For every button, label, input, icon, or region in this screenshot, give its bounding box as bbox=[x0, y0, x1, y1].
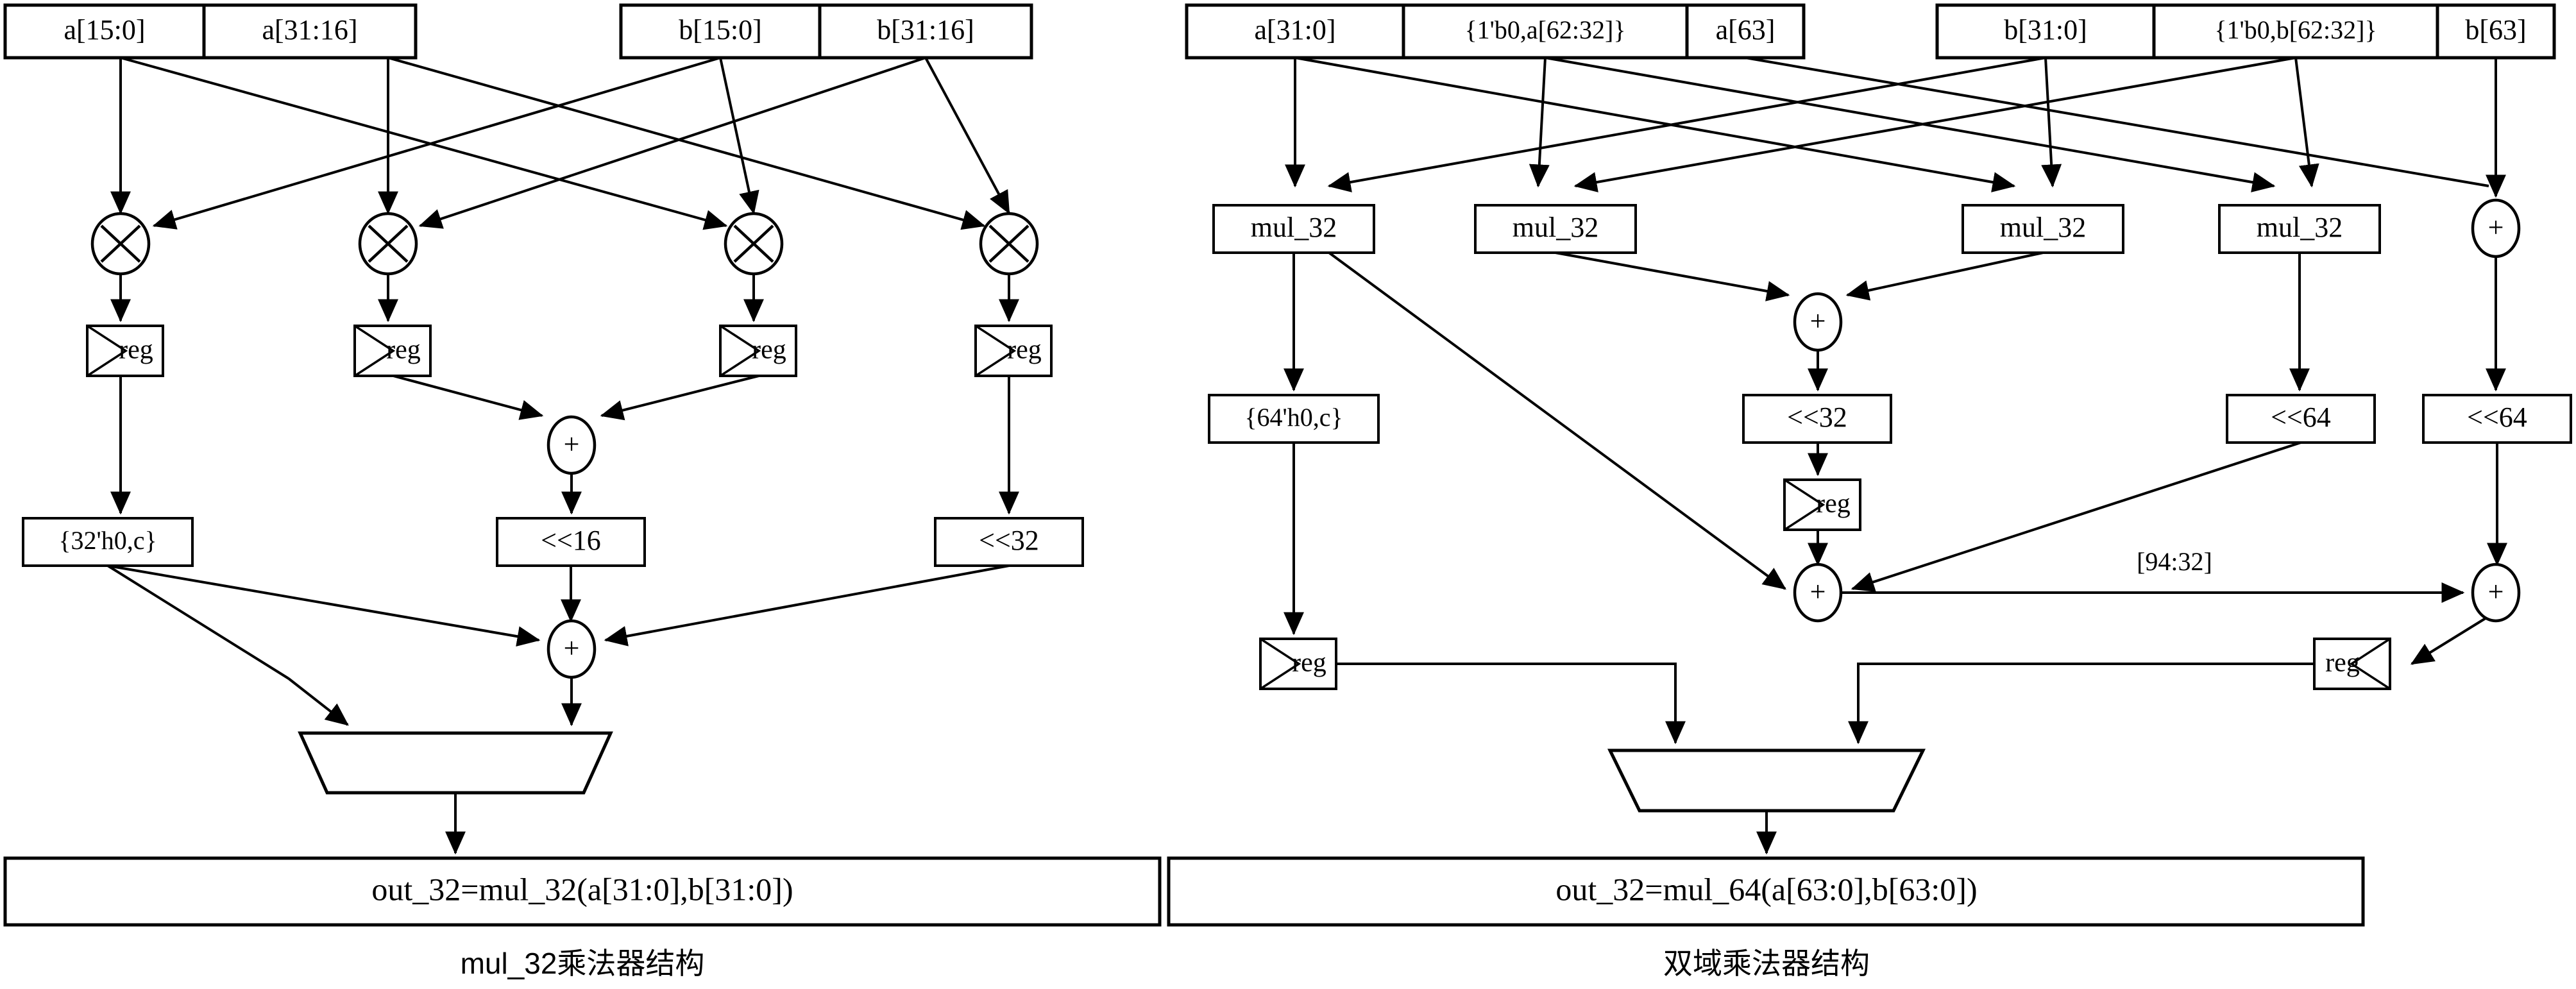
right-input-label-b31-0: b[31:0] bbox=[2004, 14, 2087, 46]
right-slice-annotation: [94:32] bbox=[2137, 547, 2212, 576]
left-multiplier-mul3 bbox=[979, 212, 1039, 276]
right-op-shl64-a-label: <<64 bbox=[2271, 402, 2331, 433]
right-register-mid: reg bbox=[1783, 478, 1861, 531]
left-input-box-b-hi: b[31:16] bbox=[818, 3, 1033, 60]
left-diagram: a[15:0] a[31:16] b[15:0] b[31:16] bbox=[3, 3, 1162, 980]
left-adder-mid: + bbox=[547, 415, 597, 475]
right-adder-to-reg-wire bbox=[2410, 617, 2487, 665]
right-input-label-a31-0: a[31:0] bbox=[1254, 14, 1335, 46]
left-op-concat32: {32'h0,c} bbox=[22, 517, 194, 567]
right-adder-xor: + bbox=[2471, 198, 2521, 258]
right-input-box-a63: a[63] bbox=[1685, 3, 1806, 60]
left-final-adder-wires bbox=[107, 564, 1010, 647]
left-mul-to-reg-wires bbox=[110, 274, 1019, 323]
right-output-label: out_32=mul_64(a[63:0],b[63:0]) bbox=[1555, 871, 1977, 907]
right-mul-block-1: mul_32 bbox=[1474, 204, 1637, 254]
right-adder-top: + bbox=[1793, 292, 1843, 352]
right-input-label-b-cat: {1'b0,b[62:32]} bbox=[2214, 15, 2377, 44]
left-mux[interactable] bbox=[298, 731, 613, 795]
right-input-label-b63: b[63] bbox=[2465, 14, 2526, 46]
right-input-box-a31-0: a[31:0] bbox=[1185, 3, 1405, 60]
left-output-label: out_32=mul_32(a[31:0],b[31:0]) bbox=[371, 871, 793, 907]
right-mul-label-0: mul_32 bbox=[1251, 212, 1337, 243]
right-adder-xor-symbol: + bbox=[2488, 212, 2504, 243]
left-op-shl32: <<32 bbox=[934, 517, 1084, 567]
right-input-box-b63: b[63] bbox=[2436, 3, 2556, 60]
right-caption: 双域乘法器结构 bbox=[1663, 947, 1870, 980]
left-input-label-b-hi: b[31:16] bbox=[877, 14, 974, 46]
right-mul-label-2: mul_32 bbox=[2000, 212, 2086, 243]
left-input-label-a-hi: a[31:16] bbox=[262, 14, 357, 46]
right-input-box-b-cat: {1'b0,b[62:32]} bbox=[2152, 3, 2439, 60]
right-mux-input-wires bbox=[1336, 663, 2314, 745]
right-input-label-a63: a[63] bbox=[1716, 14, 1775, 46]
right-op-concat64-label: {64'h0,c} bbox=[1244, 403, 1343, 432]
left-input-to-mul-wires bbox=[110, 56, 1010, 230]
left-multiplier-mul0 bbox=[90, 212, 151, 276]
right-register-right-label: reg bbox=[2325, 648, 2360, 678]
right-mul-label-1: mul_32 bbox=[1513, 212, 1598, 243]
left-adder-final-symbol: + bbox=[564, 632, 580, 664]
right-mid-adder-wires bbox=[1555, 251, 2044, 301]
right-shl64a-to-adder-wire bbox=[1851, 441, 2301, 592]
left-input-box-a-hi: a[31:16] bbox=[202, 3, 418, 60]
left-op-shl32-label: <<32 bbox=[979, 525, 1039, 556]
left-op-shl16-label: <<16 bbox=[541, 525, 601, 556]
left-multiplier-mul1 bbox=[358, 212, 418, 276]
left-caption: mul_32乘法器结构 bbox=[461, 947, 705, 980]
right-op-shl64-a: <<64 bbox=[2226, 394, 2376, 444]
left-adder-final: + bbox=[547, 619, 597, 679]
left-register-label-1: reg bbox=[386, 335, 421, 365]
left-register-label-0: reg bbox=[119, 335, 153, 365]
right-input-box-b31-0: b[31:0] bbox=[1935, 3, 2156, 60]
left-reg-to-adder-wires bbox=[393, 375, 759, 421]
right-mul-block-0: mul_32 bbox=[1212, 204, 1375, 254]
right-adder-mid-symbol: + bbox=[1810, 576, 1826, 607]
left-op-shl16: <<16 bbox=[496, 517, 646, 567]
left-multiplier-mul2 bbox=[724, 212, 784, 276]
left-adder-mid-symbol: + bbox=[564, 428, 580, 460]
left-register-reg3: reg bbox=[974, 325, 1053, 377]
right-register-left: reg bbox=[1259, 638, 1337, 690]
right-diagram: a[31:0] {1'b0,a[62:32]} a[63] b[31:0] {1… bbox=[1167, 3, 2572, 980]
left-output-box: out_32=mul_32(a[31:0],b[31:0]) bbox=[3, 856, 1162, 927]
right-register-right: reg bbox=[2313, 638, 2391, 690]
left-register-label-3: reg bbox=[1007, 335, 1042, 365]
right-op-shl64-b: <<64 bbox=[2422, 394, 2572, 444]
right-mul-label-3: mul_32 bbox=[2257, 212, 2343, 243]
right-adder-right: + bbox=[2471, 562, 2521, 623]
right-adder-top-symbol: + bbox=[1810, 305, 1826, 337]
right-adder-right-symbol: + bbox=[2488, 576, 2504, 607]
right-adder-mid: + bbox=[1793, 562, 1843, 623]
right-slice-wire: [94:32] bbox=[1841, 547, 2465, 603]
left-input-box-b-lo: b[15:0] bbox=[619, 3, 822, 60]
left-register-label-2: reg bbox=[752, 335, 786, 365]
right-op-shl64-b-label: <<64 bbox=[2467, 402, 2527, 433]
right-mux[interactable] bbox=[1607, 748, 1926, 813]
left-mux-input-wires bbox=[106, 564, 582, 727]
right-input-to-mul-wires bbox=[1285, 56, 2506, 198]
right-op-concat64: {64'h0,c} bbox=[1208, 394, 1380, 444]
right-mul-block-3: mul_32 bbox=[2218, 204, 2381, 254]
right-register-left-label: reg bbox=[1292, 648, 1326, 678]
right-input-box-a-cat: {1'b0,a[62:32]} bbox=[1402, 3, 1689, 60]
left-input-label-b-lo: b[15:0] bbox=[679, 14, 762, 46]
left-input-label-a-lo: a[15:0] bbox=[64, 14, 145, 46]
right-mul0-diagonal-wire bbox=[1328, 251, 1786, 590]
right-output-box: out_32=mul_64(a[63:0],b[63:0]) bbox=[1167, 856, 2365, 927]
left-input-box-a-lo: a[15:0] bbox=[3, 3, 206, 60]
right-input-label-a-cat: {1'b0,a[62:32]} bbox=[1464, 15, 1625, 44]
left-register-reg0: reg bbox=[86, 325, 164, 377]
left-register-reg1: reg bbox=[353, 325, 432, 377]
left-op-concat32-label: {32'h0,c} bbox=[58, 526, 157, 555]
right-op-shl32-label: <<32 bbox=[1787, 402, 1847, 433]
right-mul-block-2: mul_32 bbox=[1962, 204, 2124, 254]
right-op-shl32: <<32 bbox=[1742, 394, 1892, 444]
left-register-reg2: reg bbox=[719, 325, 797, 377]
right-register-mid-label: reg bbox=[1816, 489, 1851, 519]
